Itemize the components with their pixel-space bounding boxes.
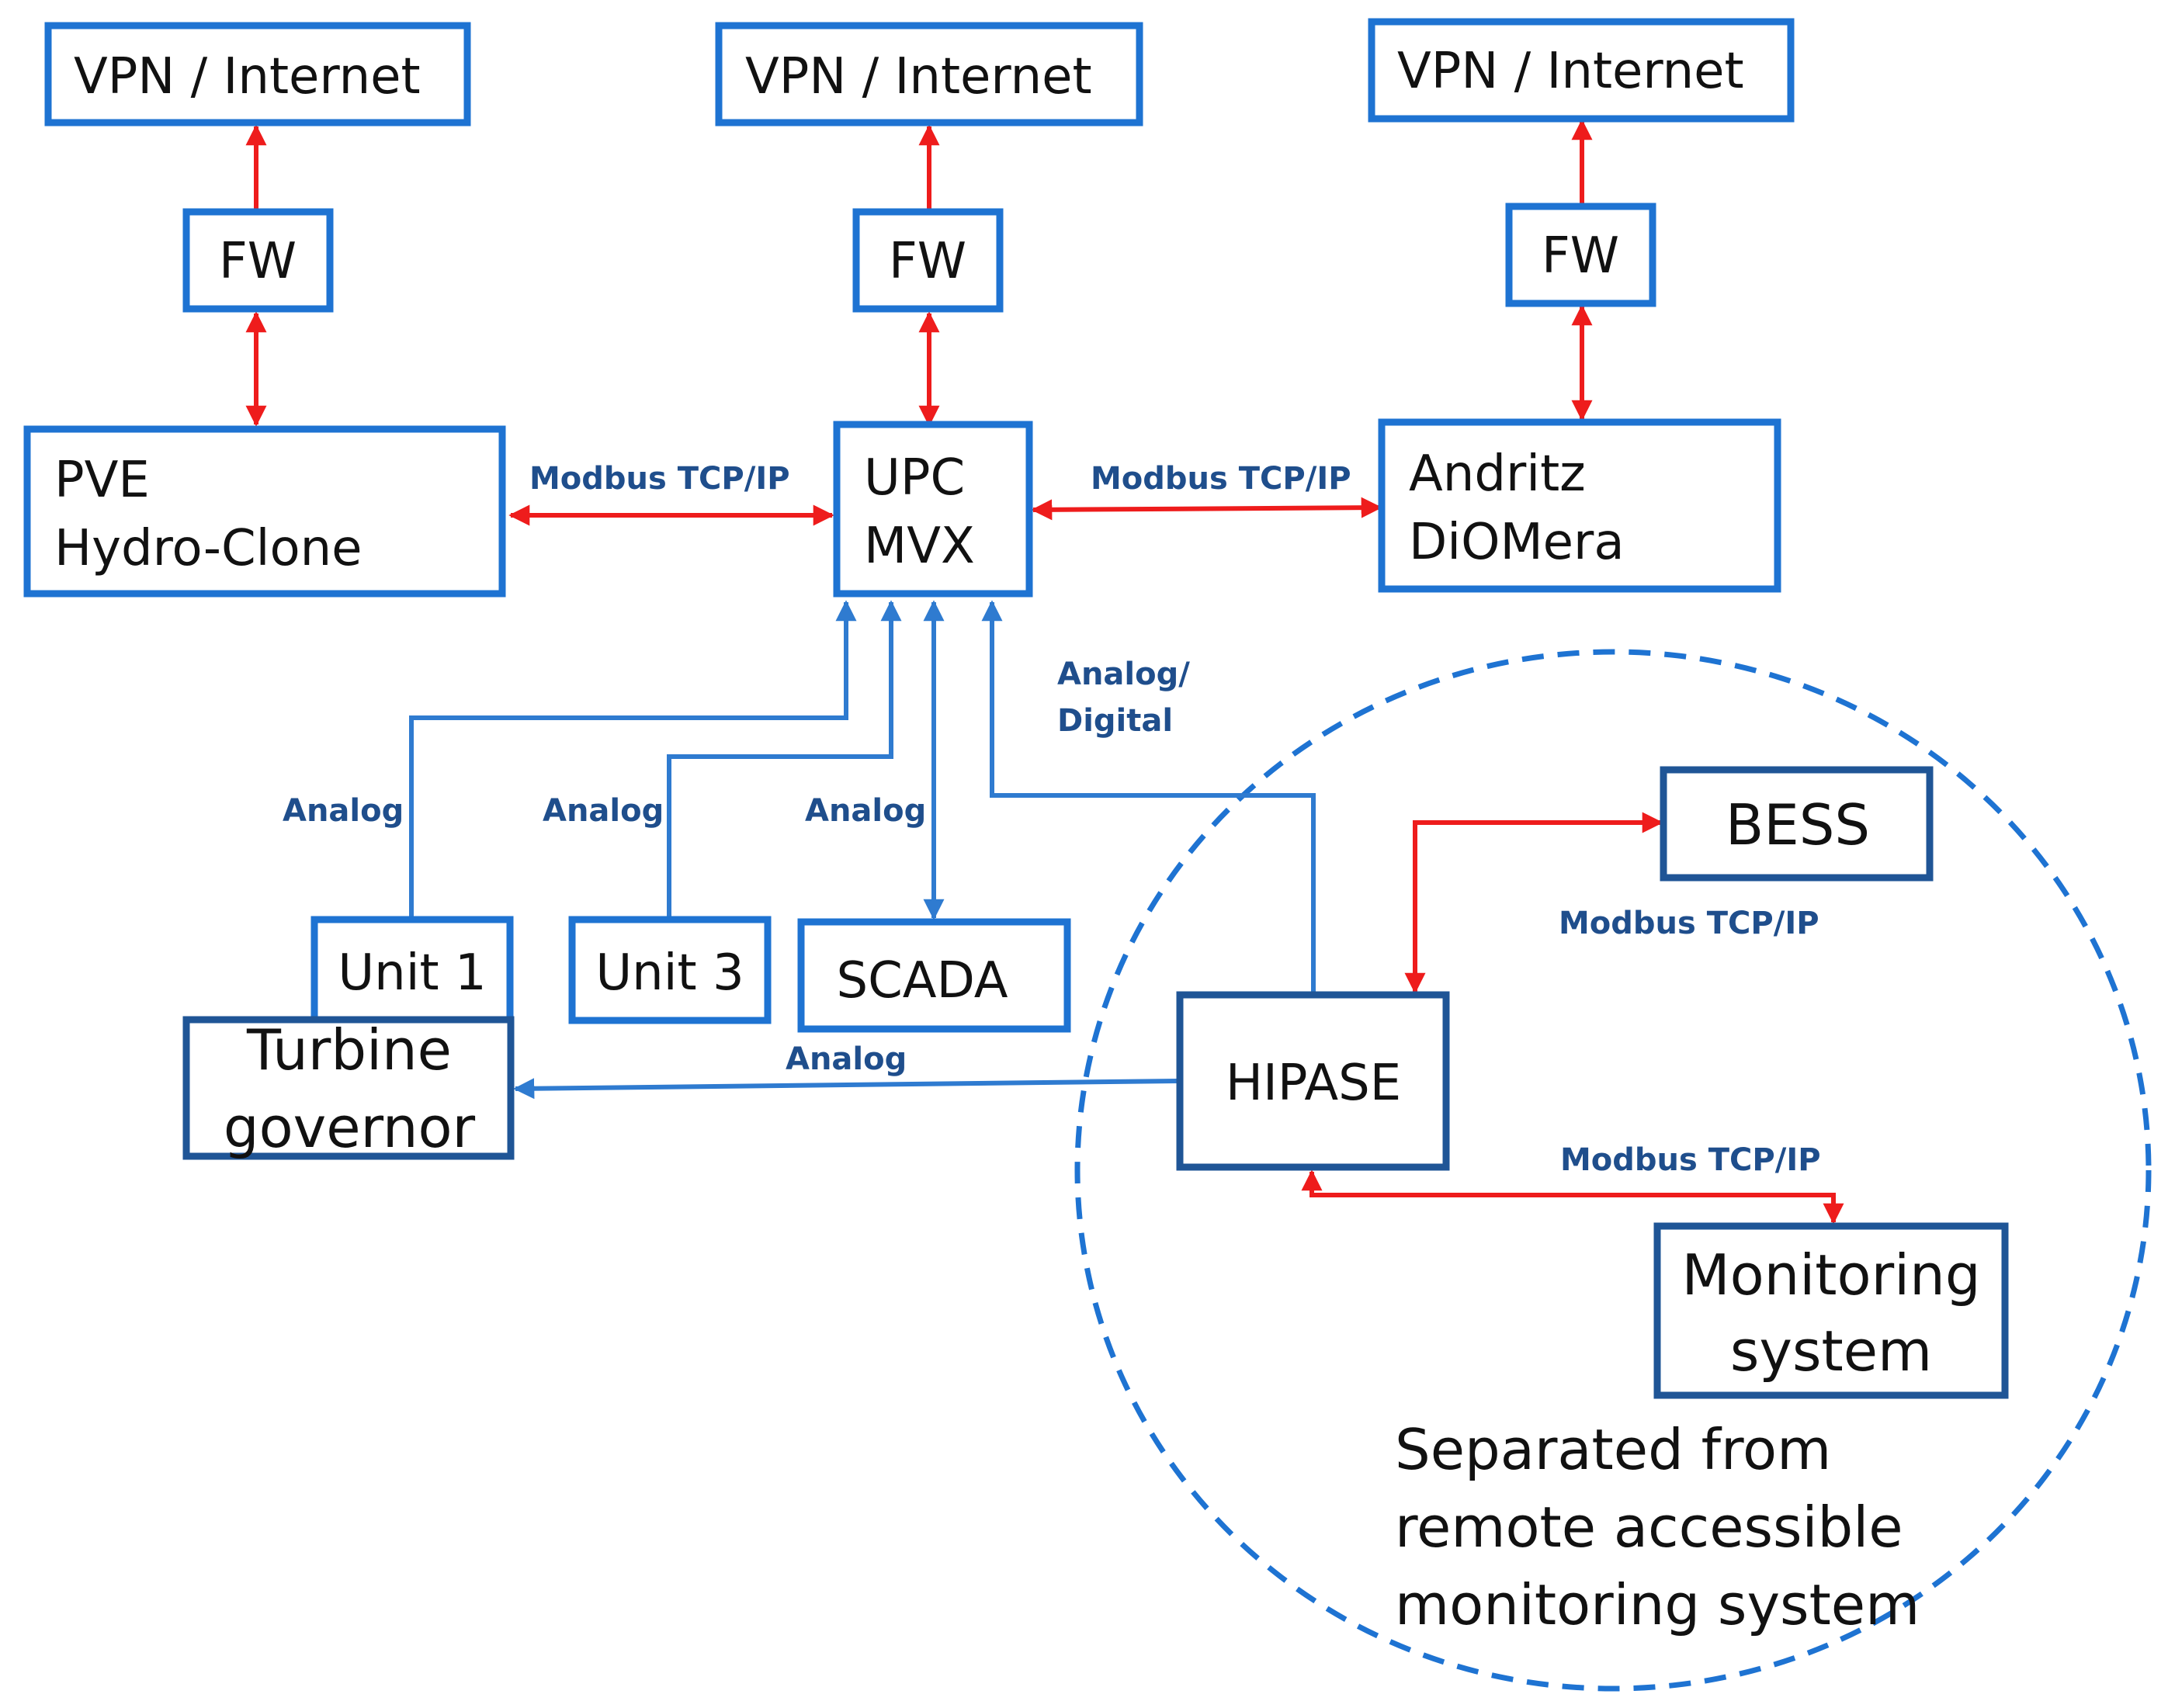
link-hipase-bess [1404,812,1663,994]
turbine-label-line1: Turbine [246,1017,452,1083]
hipase-label: HIPASE [1226,1055,1401,1112]
vpn-internet-center-node: VPN / Internet [715,22,1143,126]
monitoring-system-node: Monitoring system [1653,1222,2009,1399]
firewall-center-node: FW [852,208,1004,313]
monitoring-label-line2: system [1730,1318,1932,1384]
link-hipase-monitoring [1301,1169,1844,1225]
edge-label-hipase-bess: Modbus TCP/IP [1559,906,1819,941]
scada-label: SCADA [836,952,1008,1010]
upc-mvx-node: UPC MVX [833,421,1033,598]
monitoring-label-line1: Monitoring [1681,1242,1980,1308]
upc-label-line2: MVX [864,518,975,575]
unit1-node: Unit 1 [310,916,514,1024]
edge-label-pve-upc: Modbus TCP/IP [529,461,790,497]
zone-note-line2: remote accessible [1395,1495,1903,1560]
zone-note-line1: Separated from [1395,1417,1831,1482]
upc-label-line1: UPC [864,449,965,507]
bess-label: BESS [1726,792,1870,857]
edge-label-hipase-upc-line2: Digital [1057,703,1173,739]
edge-label-unit3-upc: Analog [543,793,664,829]
link-hipase-turbine [513,1078,1178,1100]
edge-label-upc-andritz: Modbus TCP/IP [1091,461,1351,497]
link-unit1-upc [409,600,857,918]
edge-label-unit1-upc: Analog [283,793,404,829]
hipase-node: HIPASE [1176,991,1450,1171]
firewall-left-label: FW [219,233,297,290]
turbine-governor-node: Turbine governor [182,1016,515,1160]
unit1-label: Unit 1 [338,944,486,1002]
andritz-label-line1: Andritz [1409,445,1586,503]
separated-zone-circle [1074,649,2152,1692]
edge-label-scada-upc: Analog [805,793,926,829]
pve-label-line2: Hydro-Clone [54,520,362,577]
edge-label-hipase-turbine: Analog [786,1041,907,1077]
bess-node: BESS [1660,766,1934,882]
vpn-internet-left-node: VPN / Internet [44,22,471,126]
link-unit3-upc [667,600,902,918]
edge-label-hipase-upc-line1: Analog/ [1057,657,1190,692]
unit3-label: Unit 3 [595,944,744,1002]
turbine-label-line2: governor [224,1095,476,1160]
edge-label-hipase-monitoring: Modbus TCP/IP [1560,1142,1821,1178]
andritz-diomera-node: Andritz DiOMera [1378,418,1781,593]
vpn-internet-right-label: VPN / Internet [1397,43,1744,100]
pve-label-line1: PVE [54,452,150,509]
zone-note-line3: monitoring system [1395,1572,1920,1637]
pve-hydro-clone-node: PVE Hydro-Clone [23,425,506,598]
firewall-right-label: FW [1542,227,1619,285]
firewall-right-node: FW [1505,203,1656,307]
link-hipase-upc [981,600,1316,992]
link-upc-andritz [1031,497,1382,521]
andritz-label-line2: DiOMera [1409,514,1625,571]
vpn-internet-right-node: VPN / Internet [1368,18,1795,123]
vpn-internet-center-label: VPN / Internet [745,48,1092,106]
firewall-left-node: FW [182,208,334,313]
unit3-node: Unit 3 [568,916,772,1024]
firewall-center-label: FW [889,233,966,290]
scada-node: SCADA [797,918,1071,1033]
vpn-internet-left-label: VPN / Internet [74,48,421,106]
